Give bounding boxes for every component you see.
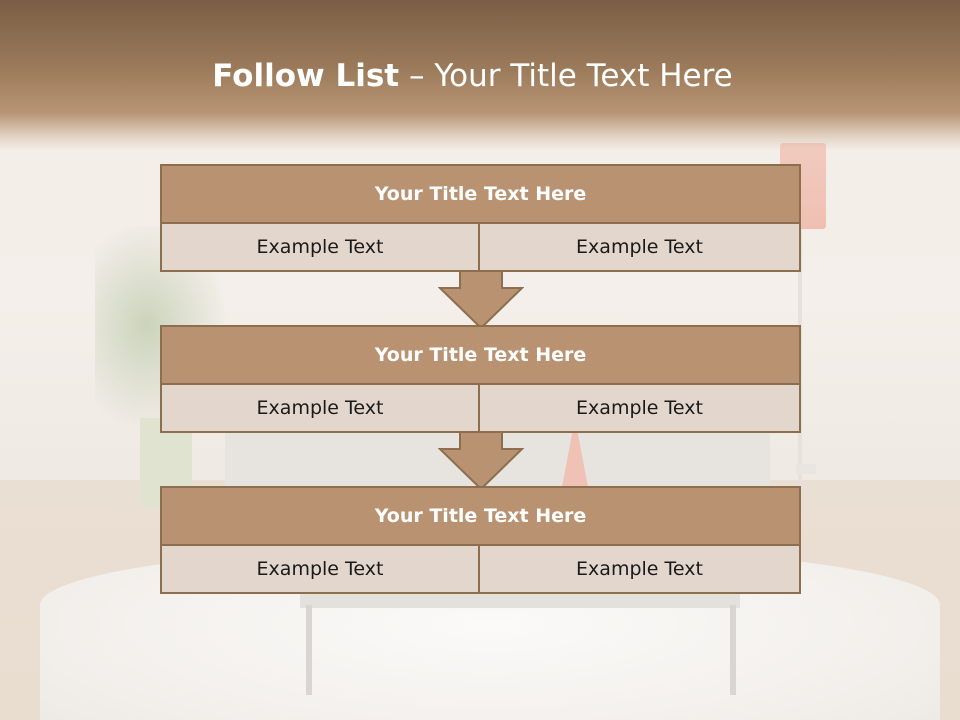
table-leg (730, 605, 736, 695)
title-bold: Follow List (212, 58, 400, 94)
block-cell-right: Example Text (478, 385, 801, 433)
coffee-table (300, 590, 740, 608)
block-cell-right: Example Text (478, 224, 801, 272)
wall-socket (796, 464, 816, 474)
follow-block-3: Your Title Text Here Example Text Exampl… (160, 486, 801, 594)
follow-block-1: Your Title Text Here Example Text Exampl… (160, 164, 801, 272)
block-cell-right: Example Text (478, 546, 801, 594)
table-leg (306, 605, 312, 695)
follow-block-2: Your Title Text Here Example Text Exampl… (160, 325, 801, 433)
block-cell-left: Example Text (160, 385, 480, 433)
block-row: Example Text Example Text (160, 546, 801, 594)
block-title: Your Title Text Here (160, 164, 801, 224)
down-arrow-icon (438, 270, 524, 330)
block-title: Your Title Text Here (160, 486, 801, 546)
block-row: Example Text Example Text (160, 224, 801, 272)
block-cell-left: Example Text (160, 546, 480, 594)
title-rest: Your Title Text Here (434, 58, 733, 94)
down-arrow-icon (438, 431, 524, 491)
header-band (0, 0, 960, 150)
title-separator: – (408, 58, 425, 94)
slide-title: Follow List – Your Title Text Here (0, 58, 945, 94)
block-cell-left: Example Text (160, 224, 480, 272)
block-row: Example Text Example Text (160, 385, 801, 433)
block-title: Your Title Text Here (160, 325, 801, 385)
